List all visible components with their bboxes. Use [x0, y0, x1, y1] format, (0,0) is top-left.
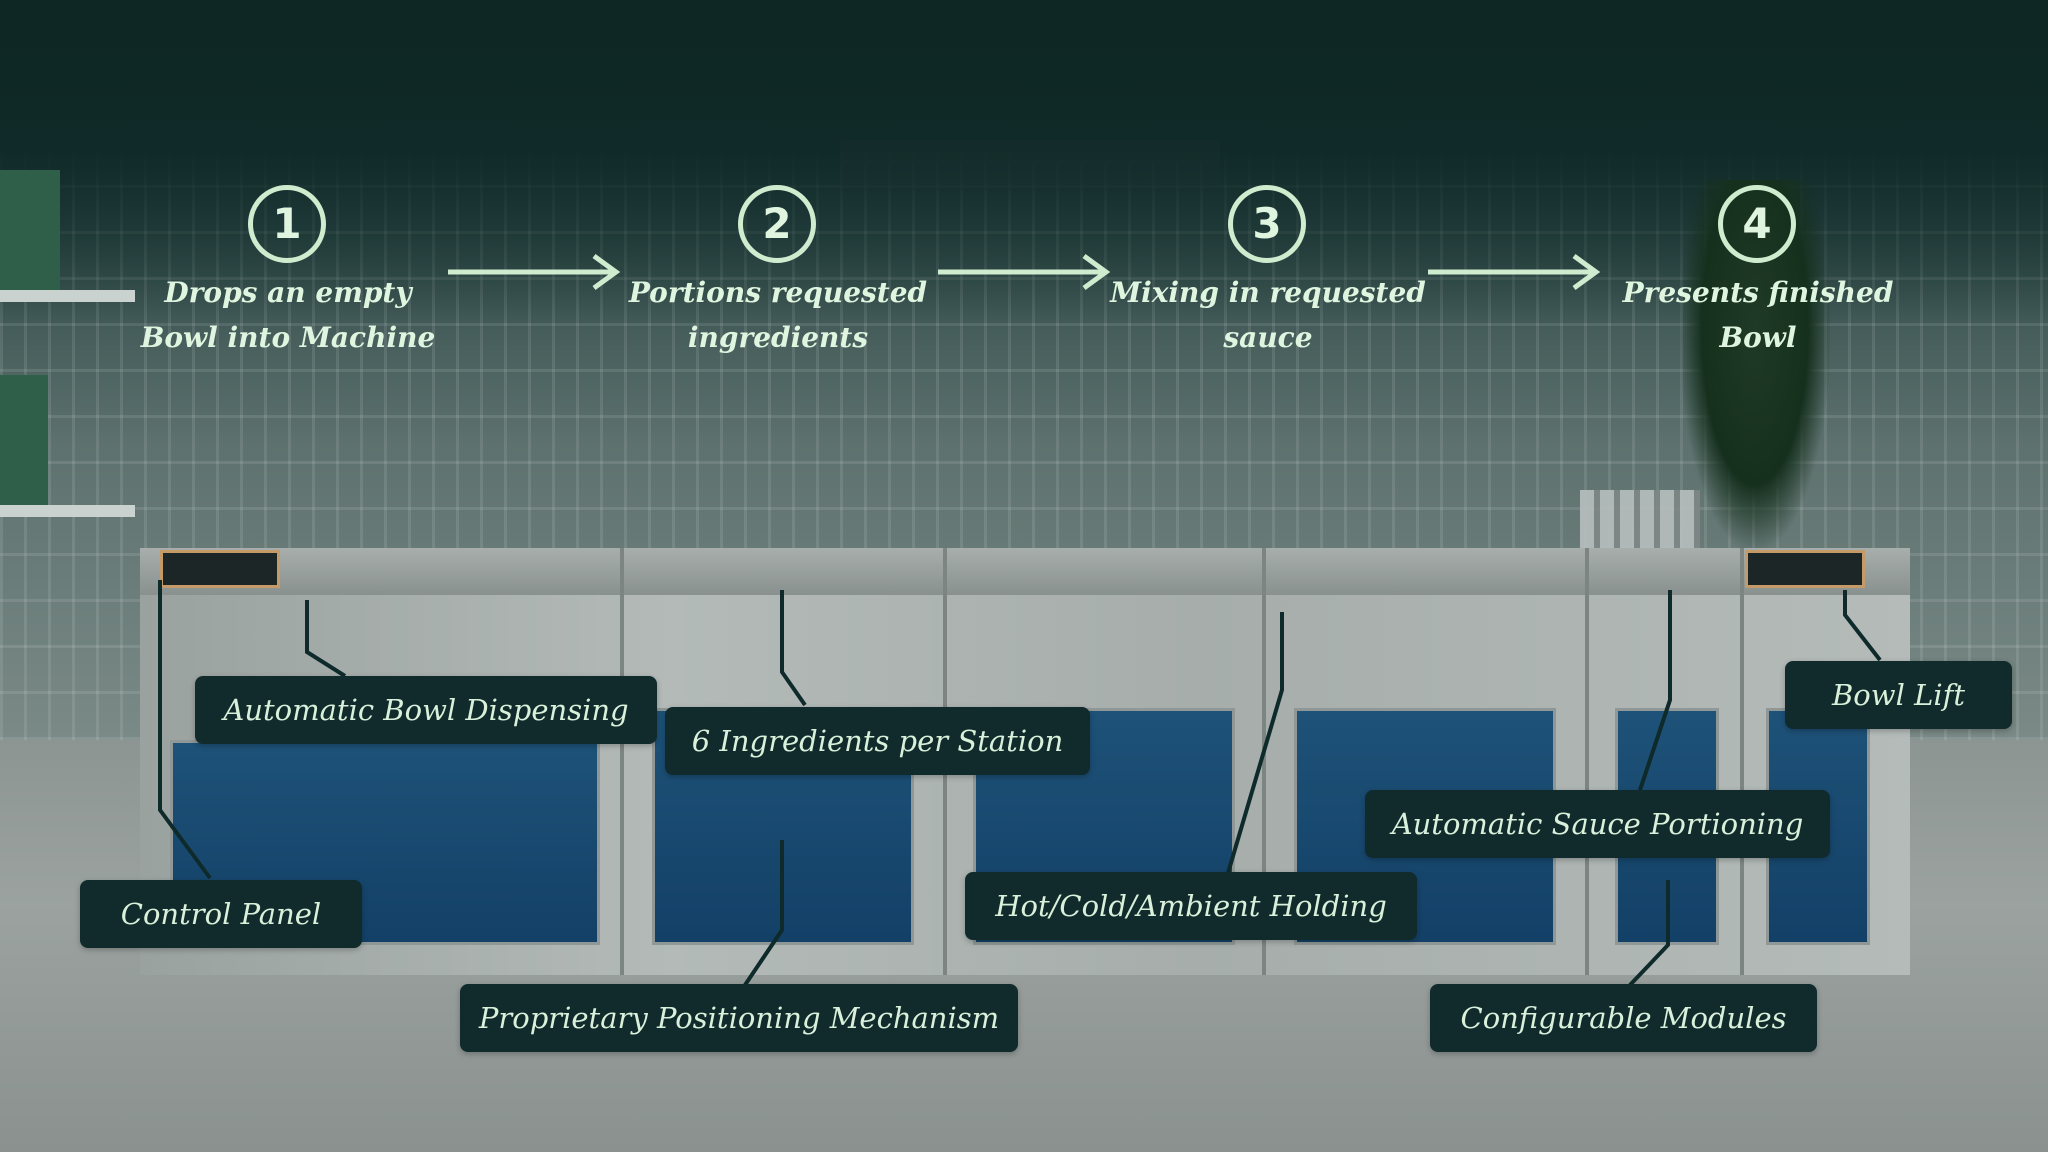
machine-top-surface — [140, 548, 1910, 600]
step-text-2: Portions requested ingredients — [628, 276, 928, 354]
leader-bowl-dispensing — [305, 600, 347, 678]
module-divider — [1740, 548, 1744, 975]
leader-configurable — [1628, 880, 1670, 987]
leader-sauce — [1638, 590, 1672, 791]
leader-control-panel — [158, 580, 212, 880]
step-text-3: Mixing in requested sauce — [1110, 276, 1426, 354]
step-label-1: Drops an empty Bowl into Machine — [128, 270, 448, 360]
step-text-1: Drops an empty Bowl into Machine — [140, 276, 436, 354]
control-panel-screen-left — [160, 550, 280, 588]
module-divider — [620, 548, 624, 975]
step-number-2: 2 — [738, 185, 816, 263]
leader-ingredients — [780, 590, 807, 707]
shelf-item-lower — [0, 375, 48, 505]
step-text-4: Presents finished Bowl — [1622, 276, 1894, 354]
leader-bowl-lift — [1843, 590, 1882, 662]
module-divider — [1262, 548, 1266, 975]
leader-positioning — [743, 840, 784, 987]
callout-control-panel: Control Panel — [80, 880, 362, 948]
step-number-4: 4 — [1718, 185, 1796, 263]
arrow-right-icon — [938, 253, 1111, 291]
callout-automatic-sauce-portioning: Automatic Sauce Portioning — [1365, 790, 1830, 858]
callout-proprietary-positioning-mechanism: Proprietary Positioning Mechanism — [460, 984, 1018, 1052]
step-label-4: Presents finished Bowl — [1598, 270, 1918, 360]
control-panel-screen-right — [1745, 550, 1865, 588]
module-divider — [1585, 548, 1589, 975]
arrow-right-icon — [1428, 253, 1601, 291]
step-label-3: Mixing in requested sauce — [1108, 270, 1428, 360]
wall-shelf-lower — [0, 505, 135, 517]
step-label-2: Portions requested ingredients — [618, 270, 938, 360]
step-number-1: 1 — [248, 185, 326, 263]
wall-logo — [840, 140, 1220, 190]
leader-holding — [1226, 612, 1284, 874]
callout-automatic-bowl-dispensing: Automatic Bowl Dispensing — [195, 676, 657, 744]
callout-bowl-lift: Bowl Lift — [1785, 661, 2012, 729]
callout-configurable-modules: Configurable Modules — [1430, 984, 1817, 1052]
callout-hot-cold-ambient-holding: Hot/Cold/Ambient Holding — [965, 872, 1417, 940]
shelf-item-upper — [0, 170, 60, 290]
callout-ingredients-per-station: 6 Ingredients per Station — [665, 707, 1090, 775]
wall-shelf-upper — [0, 290, 135, 302]
arrow-right-icon — [448, 253, 621, 291]
step-number-3: 3 — [1228, 185, 1306, 263]
